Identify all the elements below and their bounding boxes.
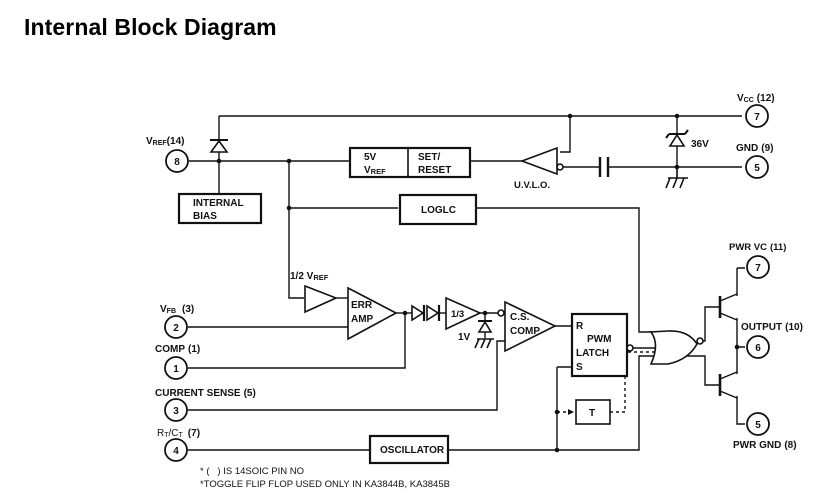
cs-label: C.S. [510, 312, 530, 323]
pin-pwr-vc: 7 [746, 255, 770, 279]
one-third-divider: 1/3 [445, 296, 482, 331]
toggle-label: T [589, 408, 595, 419]
pin-pwr-vc-label: PWR VC(11) [729, 242, 786, 253]
pin-rtct: 4 [164, 438, 188, 462]
internal-bias-block: INTERNAL BIAS [177, 192, 263, 225]
junction [567, 113, 573, 119]
capacitor-icon [598, 157, 610, 177]
pin-number: 2 [173, 323, 179, 334]
wire-current-sense [188, 340, 505, 411]
pin-number: 3 [173, 406, 179, 417]
pin-number: 6 [755, 343, 761, 354]
latch-pwm-label: PWM [587, 334, 611, 345]
pin-number: 1 [173, 364, 179, 375]
wire-uvlo-supply [560, 116, 571, 153]
pin-current-sense-label: CURRENT SENSE(5) [155, 388, 256, 399]
diode-chain-icon [411, 304, 441, 322]
wire-osc-out [448, 355, 656, 451]
internal-bias-line1: INTERNAL [193, 198, 244, 209]
note-toggle-flip-flop: *TOGGLE FLIP FLOP USED ONLY IN KA3844B, … [200, 479, 450, 490]
pin-vref: 8 [165, 149, 189, 173]
junction [482, 310, 488, 316]
wire-nor-bottom [680, 355, 720, 386]
wire-s-input [556, 366, 572, 450]
pin-vfb: 2 [164, 315, 188, 339]
diode-vref [209, 139, 229, 153]
pin-vfb-label: VFB(3) [160, 304, 194, 315]
set-label: SET/ [418, 152, 440, 163]
pin-comp: 1 [164, 356, 188, 380]
wire-pwr-vc [736, 267, 745, 296]
error-amplifier: ERR AMP [347, 286, 398, 341]
pin-output: 6 [746, 335, 770, 359]
pwm-latch-block: R PWM LATCH S [570, 312, 634, 378]
one-third-label: 1/3 [451, 309, 464, 320]
pin-number: 8 [174, 157, 180, 168]
reset-label: RESET [418, 165, 451, 176]
junction [734, 344, 740, 350]
wire-comp [188, 313, 406, 369]
junction [286, 205, 292, 211]
wires [188, 115, 745, 451]
nor-gate-icon [649, 330, 704, 365]
pin-vcc-label: VCC(12) [737, 93, 775, 104]
junction [216, 158, 222, 164]
pin-pwr-gnd: 5 [746, 412, 770, 436]
amp-label: AMP [351, 314, 374, 325]
logic-label: LOGLC [421, 205, 456, 216]
pin-rtct-label: RT/CT(7) [157, 428, 200, 439]
one-v-label: 1V [458, 332, 471, 343]
uvlo-buffer [519, 146, 564, 176]
junctions [216, 113, 740, 453]
pin-number: 7 [755, 263, 761, 274]
junction [402, 310, 408, 316]
uvlo-label: U.V.L.O. [514, 180, 550, 191]
ground-icon [665, 167, 688, 189]
current-sense-comparator: C.S. COMP [497, 300, 557, 353]
page-title: Internal Block Diagram [24, 14, 277, 40]
wire-logic-out [476, 207, 656, 333]
pin-pwr-gnd-label: PWR GND(8) [733, 440, 797, 451]
wire-nor-out [700, 306, 720, 342]
pin-gnd: 5 [745, 155, 769, 179]
junction [286, 158, 292, 164]
pin-number: 4 [173, 446, 179, 457]
latch-latch-label: LATCH [576, 348, 609, 359]
transistor-upper-icon [718, 293, 738, 321]
toggle-flip-flop: T [568, 399, 611, 425]
vref-5v-label: 5V [364, 152, 377, 163]
zener-diode-icon [665, 129, 689, 147]
pin-comp-label: COMP(1) [155, 344, 200, 355]
comp-label: COMP [510, 326, 540, 337]
internal-bias-line2: BIAS [193, 211, 217, 222]
half-vref-label: 1/2 VREF [290, 271, 329, 282]
latch-r-label: R [576, 321, 584, 332]
transistor-lower-icon [718, 371, 738, 399]
junction [554, 409, 560, 415]
junction [554, 447, 560, 453]
err-label: ERR [351, 300, 373, 311]
note-soic-pins: * ( ) IS 14SOIC PIN NO [200, 466, 304, 477]
zener-label: 36V [691, 139, 709, 150]
pin-current-sense: 3 [164, 398, 188, 422]
pin-gnd-label: GND(9) [736, 143, 773, 154]
pin-number: 7 [754, 112, 760, 123]
clamp-zener-icon [474, 320, 494, 349]
oscillator-label: OSCILLATOR [380, 445, 445, 456]
logic-block: LOGLC [398, 193, 478, 226]
pin-output-label: OUTPUT(10) [741, 322, 803, 333]
wire-pwr-gnd [736, 396, 745, 425]
oscillator-block: OSCILLATOR [368, 434, 450, 465]
vref-label: VREF [364, 165, 386, 176]
pin-number: 5 [755, 420, 761, 431]
junction [674, 113, 680, 119]
half-vref-buffer [304, 284, 339, 314]
latch-s-label: S [576, 362, 583, 373]
pin-vcc: 7 [745, 104, 769, 128]
vref-set-reset-block: 5V VREF SET/ RESET [348, 146, 472, 179]
pin-number: 5 [754, 163, 760, 174]
pin-vref-label: VREF(14) [146, 136, 184, 147]
